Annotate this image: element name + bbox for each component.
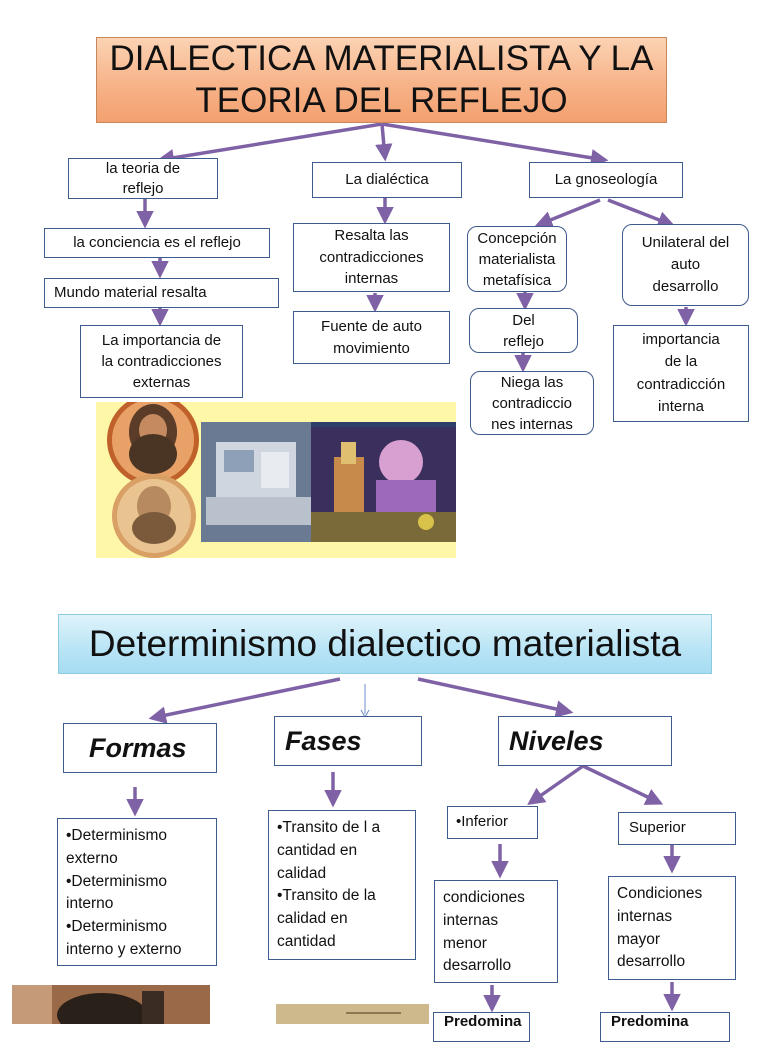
node-importancia-externas: La importancia de la contradicciones ext… bbox=[80, 325, 243, 398]
node-fases: Fases bbox=[274, 716, 422, 766]
arrow-title-to-gnoseologia bbox=[381, 122, 609, 167]
node-dialectica: La dialéctica bbox=[312, 162, 462, 198]
node-conciencia-reflejo: la conciencia es el reflejo bbox=[44, 228, 270, 258]
arrow-title-to-dialectica bbox=[375, 123, 393, 162]
arrow-title2-to-niveles bbox=[417, 677, 574, 718]
photo-collage-image bbox=[107, 402, 456, 558]
node-mundo-material: Mundo material resalta bbox=[44, 278, 279, 308]
node-niveles: Niveles bbox=[498, 716, 672, 766]
node-teoria-reflejo: la teoria de reflejo bbox=[68, 158, 218, 199]
node-formas-list: •Determinismo externo •Determinismo inte… bbox=[57, 818, 217, 966]
node-fuente-auto-movimiento: Fuente de auto movimiento bbox=[293, 311, 450, 364]
arrow-gnoseologia-to-unilateral bbox=[607, 198, 676, 229]
node-condiciones-mayor: Condiciones internas mayor desarrollo bbox=[608, 876, 736, 980]
node-gnoseologia: La gnoseología bbox=[529, 162, 683, 198]
node-inferior: •Inferior bbox=[447, 806, 538, 839]
node-superior: Superior bbox=[618, 812, 736, 845]
node-predomina-left: Predomina bbox=[433, 1012, 530, 1042]
node-resalta-contradicciones: Resalta las contradicciones internas bbox=[293, 223, 450, 292]
arrow-niveles-to-superior bbox=[582, 764, 664, 805]
node-concepcion-materialista: Concepción materialista metafísica bbox=[467, 226, 567, 292]
title-determinismo-dialectico: Determinismo dialectico materialista bbox=[58, 614, 712, 674]
photo-bottom-book bbox=[276, 1004, 429, 1024]
node-importancia-interna: importancia de la contradicción interna bbox=[613, 325, 749, 422]
node-niega-contradicciones: Niega las contradiccio nes internas bbox=[470, 371, 594, 435]
photo-bottom-book-image bbox=[276, 1004, 429, 1024]
photo-bottom-left bbox=[12, 985, 210, 1024]
node-predomina-right: Predomina bbox=[600, 1012, 730, 1042]
arrow-title-to-teoria bbox=[156, 122, 383, 167]
node-unilateral-auto-desarrollo: Unilateral del auto desarrollo bbox=[622, 224, 749, 306]
title-dialectica-materialista: DIALECTICA MATERIALISTA Y LA TEORIA DEL … bbox=[96, 37, 667, 123]
arrow-niveles-to-inferior bbox=[527, 764, 585, 806]
node-fases-list: •Transito de l a cantidad en calidad •Tr… bbox=[268, 810, 416, 960]
node-condiciones-menor: condiciones internas menor desarrollo bbox=[434, 880, 558, 983]
arrow-gnoseologia-to-concepcion bbox=[534, 198, 601, 228]
arrow-title2-to-formas bbox=[148, 677, 341, 724]
node-del-reflejo: Del reflejo bbox=[469, 308, 578, 353]
node-formas: Formas bbox=[63, 723, 217, 773]
photo-collage-marx-engels-lab bbox=[96, 402, 456, 558]
photo-bottom-left-image bbox=[12, 985, 210, 1024]
